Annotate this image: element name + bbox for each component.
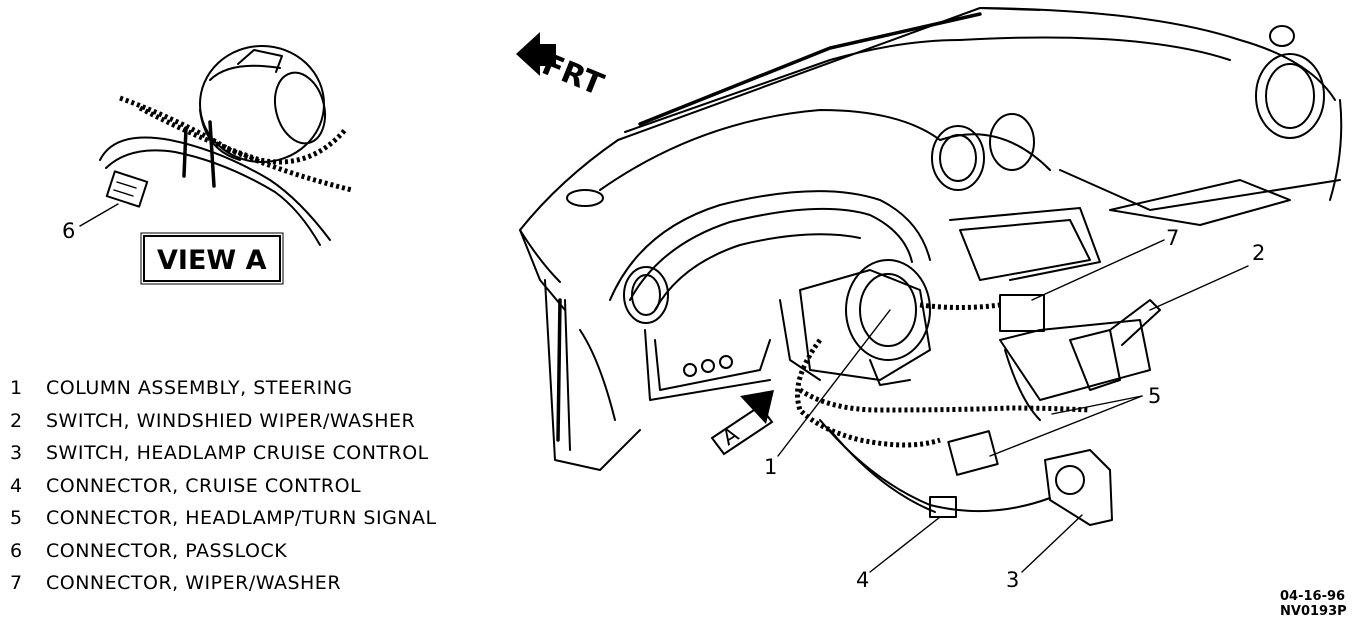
callout-3-leader	[1021, 514, 1083, 573]
legend-text: SWITCH, HEADLAMP CRUISE CONTROL	[46, 442, 429, 464]
steering-column-illustration	[779, 259, 931, 386]
callout-5: 5	[1148, 384, 1161, 408]
wiper-washer-switch-shape	[1069, 299, 1161, 391]
callout-1: 1	[764, 455, 777, 479]
callout-7-leader	[1031, 239, 1165, 301]
legend-text: CONNECTOR, PASSLOCK	[46, 539, 288, 562]
diagram-date: 04-16-96	[1280, 589, 1345, 604]
callout-2-leader	[1149, 265, 1249, 311]
legend-number: 1	[10, 377, 23, 399]
legend-number: 3	[10, 442, 23, 464]
legend-text: COLUMN ASSEMBLY, STEERING	[46, 377, 353, 399]
callout-4-leader	[869, 516, 941, 573]
callout-2: 2	[1252, 241, 1265, 265]
legend-number: 2	[10, 409, 23, 432]
legend-item: 4 CONNECTOR, CRUISE CONTROL	[10, 470, 437, 503]
view-a-detail-illustration	[99, 45, 353, 246]
connector-cruise-control-shape	[929, 496, 957, 518]
callout-6: 6	[62, 219, 75, 243]
callout-5-leader-a	[1051, 395, 1143, 415]
legend-item: 7 CONNECTOR, WIPER/WASHER	[10, 567, 437, 600]
callout-4: 4	[856, 568, 869, 592]
callout-1-leader	[777, 309, 891, 457]
legend-item: 5 CONNECTOR, HEADLAMP/TURN SIGNAL	[10, 502, 437, 535]
legend-text: CONNECTOR, HEADLAMP/TURN SIGNAL	[46, 507, 437, 529]
legend-item: 3 SWITCH, HEADLAMP CRUISE CONTROL	[10, 437, 437, 470]
legend-text: SWITCH, WINDSHIED WIPER/WASHER	[46, 409, 416, 432]
connector-wiper-washer-shape	[999, 294, 1045, 332]
front-direction-label: FRT	[537, 47, 609, 103]
callout-5-leader-b	[989, 395, 1143, 457]
callout-7: 7	[1166, 226, 1179, 250]
parts-legend: 1 COLUMN ASSEMBLY, STEERING 2 SWITCH, WIND…	[10, 372, 437, 600]
legend-text: CONNECTOR, CRUISE CONTROL	[46, 474, 362, 497]
headlamp-cruise-switch-shape	[1044, 449, 1113, 526]
callout-6-leader	[79, 203, 119, 227]
legend-text: CONNECTOR, WIPER/WASHER	[46, 572, 342, 594]
connector-headlamp-turn-signal-shape	[947, 430, 999, 476]
legend-number: 4	[10, 474, 23, 497]
front-direction-icon	[516, 32, 556, 76]
legend-item: 2 SWITCH, WINDSHIED WIPER/WASHER	[10, 405, 437, 438]
legend-number: 5	[10, 507, 23, 529]
view-a-label: VIEW A	[157, 245, 267, 276]
legend-item: 1 COLUMN ASSEMBLY, STEERING	[10, 372, 437, 405]
callout-3: 3	[1006, 568, 1019, 592]
view-a-arrow-icon	[710, 390, 774, 456]
legend-item: 6 CONNECTOR, PASSLOCK	[10, 535, 437, 568]
instrument-panel-illustration	[519, 7, 1343, 471]
diagram-code: NV0193P	[1280, 604, 1347, 619]
wiring-harness	[795, 302, 1091, 513]
legend-number: 6	[10, 539, 23, 562]
legend-number: 7	[10, 572, 23, 594]
view-a-box	[143, 235, 281, 282]
